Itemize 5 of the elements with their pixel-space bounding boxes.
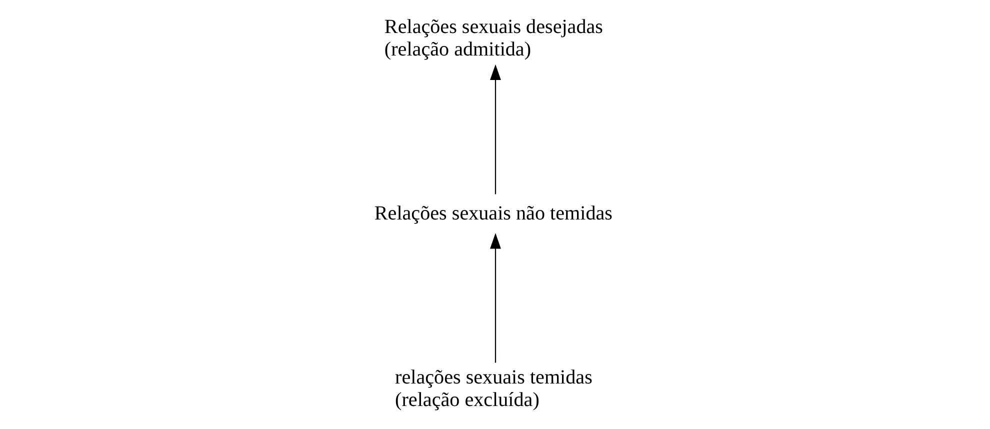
node-text: Relações sexuais desejadas (relação admitida) [384, 16, 602, 60]
arrow [490, 64, 500, 194]
node-text: Relações sexuais não temidas [374, 202, 612, 224]
node-text: relações sexuais temidas (relação excluída) [394, 366, 592, 411]
arrow [490, 233, 500, 363]
